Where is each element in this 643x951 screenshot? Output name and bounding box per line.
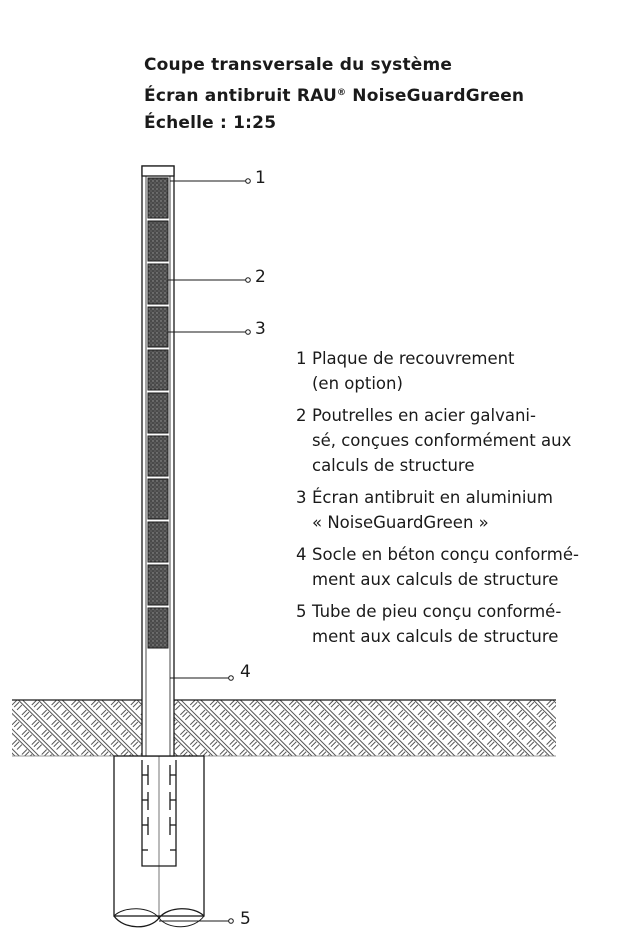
title-line-1: Coupe transversale du système [144,55,453,75]
legend-item-3: 3 Écran antibruit en aluminium « NoiseGu… [296,485,636,535]
cover-plate [141,165,175,177]
legend-item-5: 5 Tube de pieu conçu conformé- ment aux … [296,599,636,649]
legend-text: Plaque de recouvrement (en option) [312,349,515,393]
legend-text: Tube de pieu conçu conformé- ment aux ca… [312,602,562,646]
soil-hatch [12,700,556,756]
title-scale: Échelle : 1:25 [144,113,277,133]
legend-item-4: 4 Socle en béton conçu conformé- ment au… [296,542,636,592]
leader-lines [159,178,251,924]
title-product-name: NoiseGuardGreen [346,85,525,106]
legend-number: 3 [296,488,307,507]
registered-mark: ® [336,87,347,98]
legend-number: 1 [296,349,307,368]
legend-number: 2 [296,406,307,425]
drawing-title-block: Coupe transversale du système Écran anti… [144,52,524,138]
legend-item-2: 2 Poutrelles en acier galvani- sé, conçu… [296,403,636,478]
callout-1: 1 [255,168,266,188]
title-product-prefix: Écran antibruit RAU [144,85,337,106]
callout-4: 4 [240,662,251,682]
title-line-2: Écran antibruit RAU® NoiseGuardGreen [144,80,524,111]
legend: 1 Plaque de recouvrement (en option) 2 P… [296,346,636,656]
legend-text: Écran antibruit en aluminium « NoiseGuar… [312,488,553,532]
legend-text: Poutrelles en acier galvani- sé, conçues… [312,406,572,475]
legend-number: 4 [296,545,307,564]
steel-section-in-pile [141,760,177,867]
noise-panels [147,177,169,649]
callout-3: 3 [255,319,266,339]
callout-2: 2 [255,267,266,287]
legend-item-1: 1 Plaque de recouvrement (en option) [296,346,636,396]
legend-text: Socle en béton conçu conformé- ment aux … [312,545,579,589]
legend-number: 5 [296,602,307,621]
callout-5: 5 [240,909,251,929]
